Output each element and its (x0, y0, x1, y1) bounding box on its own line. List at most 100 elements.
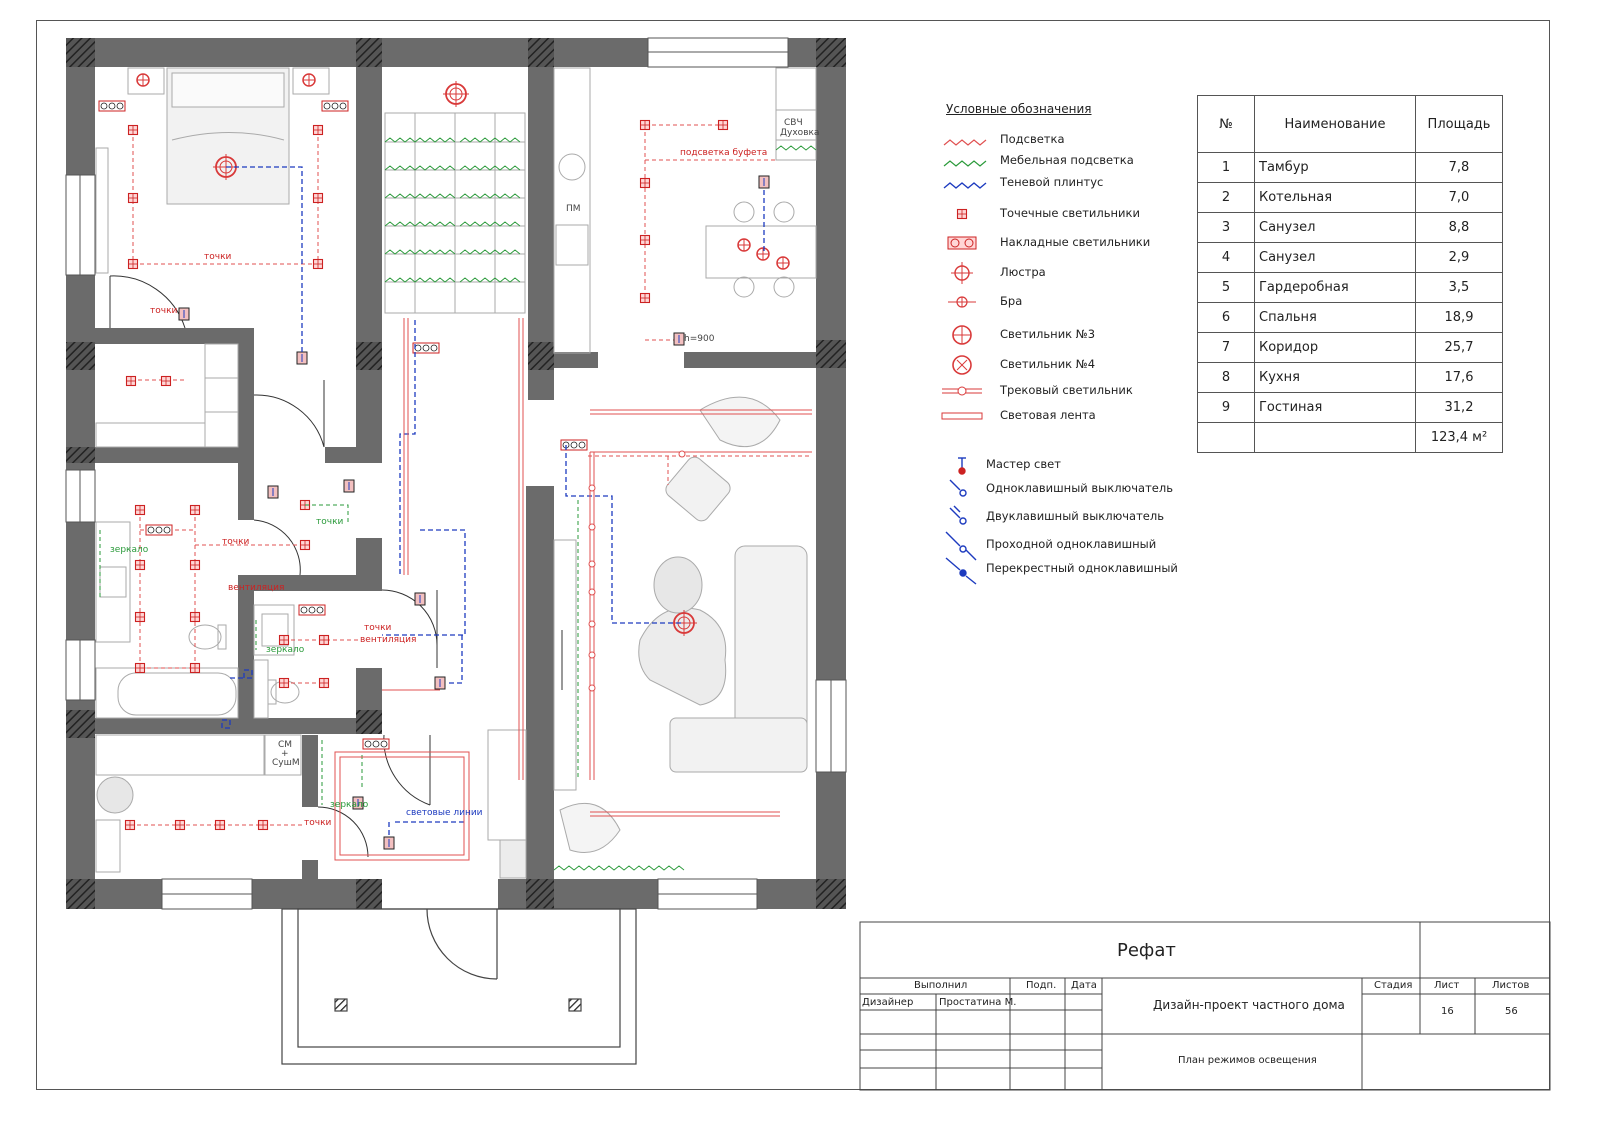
furniture-lighting (99, 500, 579, 805)
area-total: 123,4 м² (1415, 422, 1503, 453)
row-area: 17,6 (1415, 362, 1503, 393)
stamp-performed-by: Выполнил (914, 980, 968, 991)
legend-item-chandelier: Люстра (1000, 265, 1046, 279)
row-number: 9 (1197, 392, 1255, 423)
row-number: 7 (1197, 332, 1255, 363)
legend-title: Условные обозначения (946, 102, 1092, 116)
row-area: 2,9 (1415, 242, 1503, 273)
row-area: 25,7 (1415, 332, 1503, 363)
row-room-name: Гардеробная (1254, 272, 1416, 303)
row-area: 7,0 (1415, 182, 1503, 213)
row-area: 3,5 (1415, 272, 1503, 303)
row-room-name: Кухня (1254, 362, 1416, 393)
legend-item-light-strip: Световая лента (1000, 408, 1096, 422)
legend-switch-single: Одноклавишный выключатель (986, 481, 1173, 495)
label-spots-wardrobe: точки (150, 306, 178, 316)
stair-lighting (384, 137, 817, 871)
label-spots-boiler: точки (304, 818, 332, 828)
row-room-name: Котельная (1254, 182, 1416, 213)
row-number: 2 (1197, 182, 1255, 213)
label-mirror-3: зеркало (330, 800, 369, 810)
legend-item-furniture-light: Мебельная подсветка (1000, 153, 1134, 167)
row-number: 1 (1197, 152, 1255, 183)
row-number: 3 (1197, 212, 1255, 243)
row-room-name: Санузел (1254, 242, 1416, 273)
porch (281, 908, 637, 1065)
row-number: 8 (1197, 362, 1255, 393)
label-plus: + (281, 749, 289, 759)
row-area: 7,8 (1415, 152, 1503, 183)
stamp-sheet-number: 16 (1441, 1006, 1454, 1017)
label-spots-corridor: точки (316, 517, 344, 527)
stamp-stage-label: Стадия (1374, 980, 1413, 991)
legend-switch-cross: Перекрестный одноклавишный (986, 561, 1178, 575)
wall-hatches (66, 38, 846, 909)
label-height: h=900 (684, 334, 715, 344)
stamp-sheet-label: Лист (1434, 980, 1460, 991)
legend-item-backlight: Подсветка (1000, 132, 1065, 146)
row-area: 8,8 (1415, 212, 1503, 243)
title-block-frame (859, 921, 1551, 1091)
drawing-sheet-frame (36, 20, 1550, 1090)
label-spots-wc: точки (364, 623, 392, 633)
stamp-sheets-label: Листов (1492, 980, 1530, 991)
legend-item-sconce: Бра (1000, 294, 1023, 308)
header-area: Площадь (1415, 95, 1503, 153)
legend-switch-master: Мастер свет (986, 457, 1061, 471)
label-spots-bath: точки (222, 537, 250, 547)
label-spots-bedroom: точки (204, 252, 232, 262)
legend-item-surface-lights: Накладные светильники (1000, 235, 1151, 249)
label-mirror-2: зеркало (266, 645, 305, 655)
legend-item-light-3: Светильник №3 (1000, 327, 1096, 341)
legend-item-shadow-plinth: Теневой плинтус (1000, 175, 1104, 189)
switch-wiring (221, 166, 765, 835)
light-strips (334, 318, 812, 861)
row-room-name: Санузел (1254, 212, 1416, 243)
stamp-signature: Подп. (1026, 980, 1057, 991)
label-microwave: СВЧ (784, 118, 803, 128)
stamp-author: Простатина М. (939, 997, 1017, 1008)
label-mirror-1: зеркало (110, 545, 149, 555)
legend-symbols (941, 139, 987, 585)
label-buffet-lighting: подсветка буфета (680, 148, 768, 158)
legend-switch-double: Двуклавишный выключатель (986, 509, 1164, 523)
row-room-name: Тамбур (1254, 152, 1416, 183)
stamp-date: Дата (1071, 980, 1097, 991)
label-oven: Духовка (780, 128, 820, 138)
label-ventilation-2: вентиляция (360, 635, 417, 645)
furniture (95, 67, 817, 879)
header-number: № (1197, 95, 1255, 153)
row-area: 31,2 (1415, 392, 1503, 423)
legend-switch-passthrough: Проходной одноклавишный (986, 537, 1157, 551)
label-washer: СМ (278, 740, 293, 750)
legend-item-spot-lights: Точечные светильники (1000, 206, 1140, 220)
area-table-header: № Наименование Площадь (1197, 95, 1503, 153)
row-number: 5 (1197, 272, 1255, 303)
row-room-name: Спальня (1254, 302, 1416, 333)
label-light-lines-1: световые линии (406, 808, 483, 818)
windows (65, 37, 847, 910)
header-name: Наименование (1254, 95, 1416, 153)
row-room-name: Гостиная (1254, 392, 1416, 423)
legend-item-light-4: Светильник №4 (1000, 357, 1096, 371)
stamp-total-sheets: 56 (1505, 1006, 1518, 1017)
legend-item-track-light: Трековый светильник (1000, 383, 1133, 397)
stamp-role: Дизайнер (862, 997, 914, 1008)
doors (109, 275, 563, 858)
label-dryer: СушМ (272, 758, 300, 768)
row-number: 6 (1197, 302, 1255, 333)
project-name: Рефат (1117, 940, 1176, 961)
area-total-row: 123,4 м² (1197, 422, 1503, 453)
sheet-title: План режимов освещения (1178, 1055, 1317, 1066)
label-ventilation-1: вентиляция (228, 583, 285, 593)
